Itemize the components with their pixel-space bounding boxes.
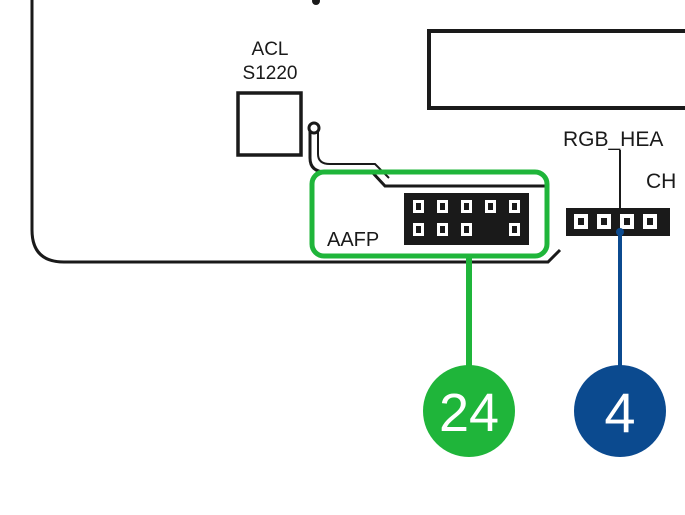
trace-end-cap [307,121,321,135]
board-top-marker [312,0,320,5]
acl-chip [236,91,303,157]
board-outline [30,0,562,264]
aafp-highlight-box [309,169,550,259]
callout-24-number: 24 [439,383,499,443]
rgb-header-label: RGB_HEA [563,128,663,151]
acl-label-line1: ACL [252,39,289,60]
board-trace [308,128,545,188]
rgb-header-pin-cores [578,218,653,225]
callout-24-badge [423,365,515,457]
top-right-component [427,29,685,110]
ch-label: CH [646,170,676,193]
callout-4-number: 4 [604,381,635,444]
aafp-header-pin-cores [416,203,517,233]
callout-4-badge [574,365,666,457]
board-trace-inner [317,128,390,179]
aafp-label: AAFP [327,229,379,251]
acl-label-line2: S1220 [243,63,298,84]
